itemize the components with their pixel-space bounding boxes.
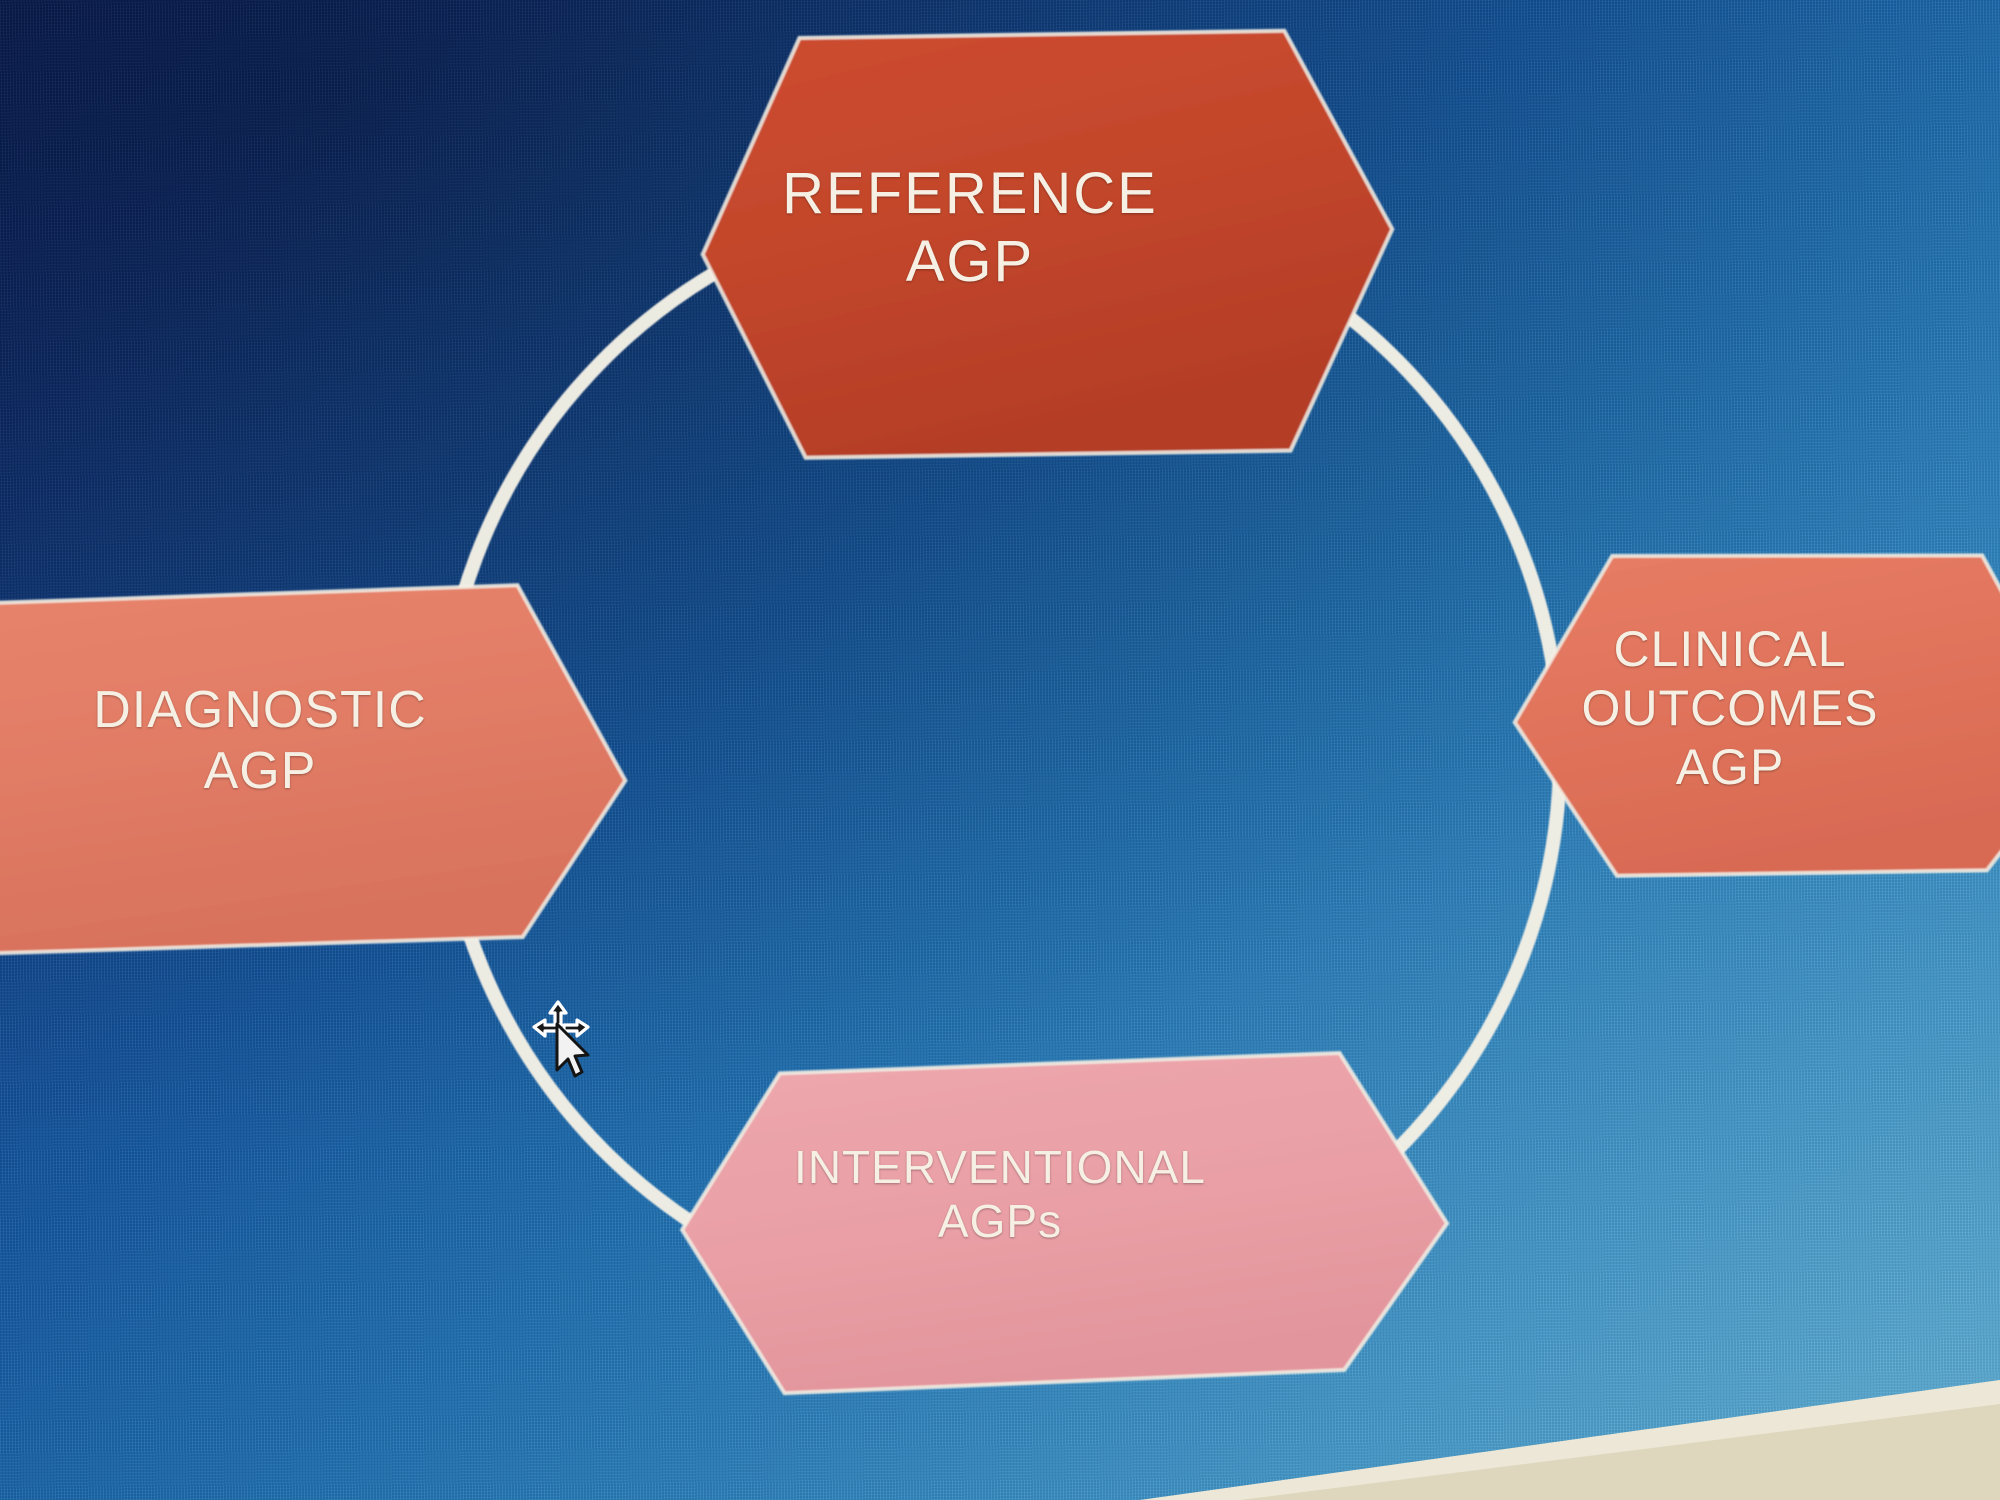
node-interventional-agps[interactable] [679,1050,1450,1396]
node-clinical-outcomes-agp-hexagon[interactable] [1512,549,2000,878]
node-clinical-outcomes-agp[interactable] [1512,549,2000,878]
node-reference-agp[interactable] [699,28,1395,460]
node-diagnostic-agp-hexagon[interactable] [0,583,628,959]
node-interventional-agps-hexagon[interactable] [679,1050,1450,1396]
node-diagnostic-agp[interactable] [0,583,628,959]
node-reference-agp-hexagon[interactable] [699,28,1395,460]
